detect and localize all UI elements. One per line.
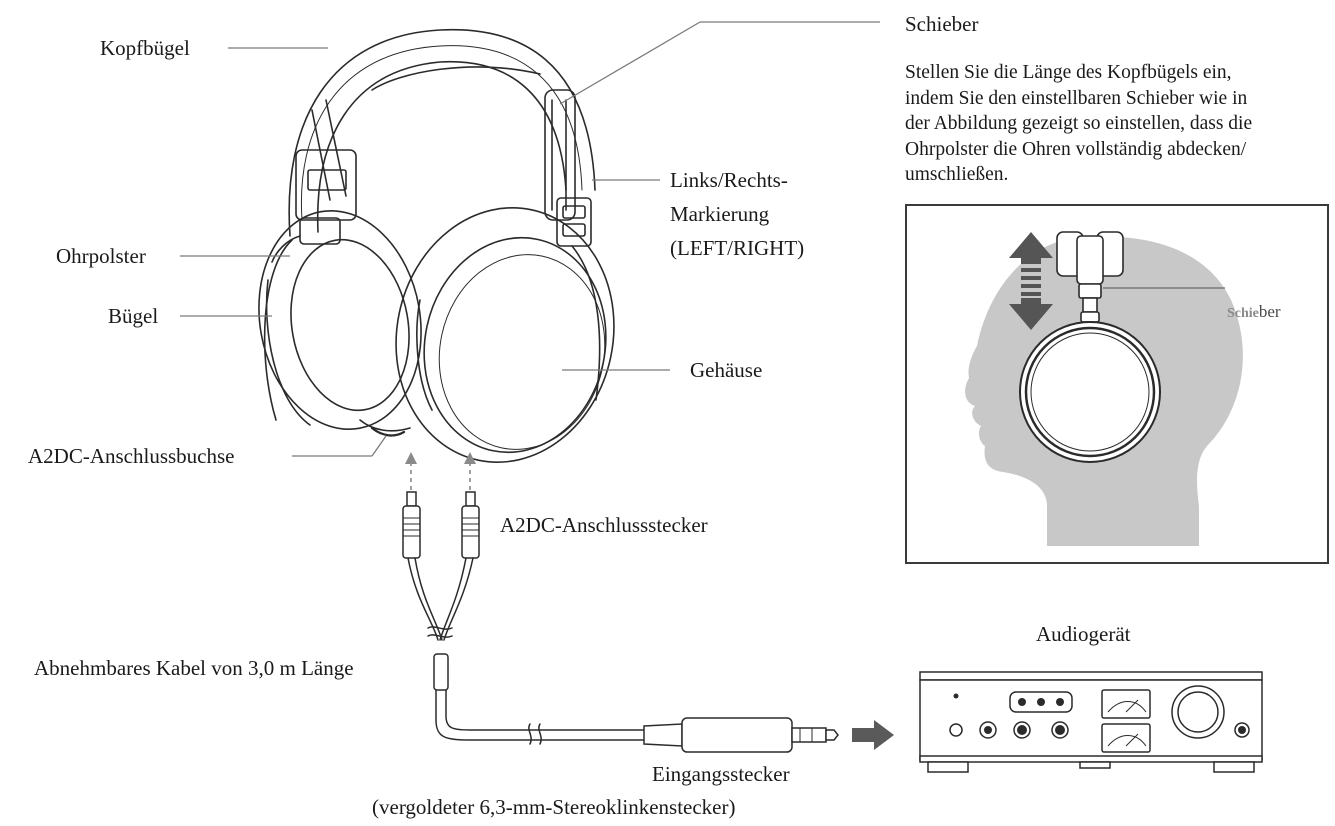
- left-yoke: [263, 239, 293, 421]
- inset-earcup-outer: [1019, 321, 1161, 463]
- headband-rear: [371, 66, 541, 91]
- label-schieber: Schieber: [905, 12, 979, 36]
- headband-inner: [316, 60, 567, 233]
- a2dc-plug-right-tip: [465, 491, 476, 507]
- a2dc-plug-left-tip: [406, 491, 417, 507]
- cable-left-branch-b: [414, 557, 443, 641]
- label-lr-marking-2: Markierung: [670, 202, 770, 226]
- a2dc-plug-right-body: [461, 505, 480, 559]
- inset-label-part-a: Schie: [1227, 306, 1259, 321]
- label-ohrpolster: Ohrpolster: [56, 244, 146, 268]
- inset-drawing: [965, 231, 1243, 546]
- headband-outer: [288, 28, 596, 237]
- cable-right-branch-b: [443, 557, 474, 641]
- inset-label-part-b: ber: [1258, 302, 1281, 321]
- description-line: der Abbildung gezeigt so einstellen, das…: [905, 113, 1253, 134]
- label-eingangsstecker-1: Eingangsstecker: [652, 762, 790, 786]
- arrow-to-device: [852, 720, 894, 750]
- audio-device-top: [919, 671, 1263, 681]
- left-slider-block: [295, 149, 357, 221]
- label-a2dc-stecker: A2DC-Anschlussstecker: [500, 513, 708, 537]
- label-gehaeuse: Gehäuse: [690, 358, 763, 382]
- meter-top: [1101, 689, 1151, 719]
- label-lr-marking-1: Links/Rechts-: [670, 168, 788, 192]
- right-housing-inner: [423, 236, 607, 454]
- inset-label-schieber: Schieber: [1227, 302, 1281, 322]
- description-line: Stellen Sie die Länge des Kopfbügels ein…: [905, 62, 1232, 83]
- label-eingangsstecker-2: (vergoldeter 6,3-mm-Stereoklinkenstecker…: [372, 795, 736, 819]
- description-line: Ohrpolster die Ohren vollständig abdecke…: [905, 138, 1247, 160]
- meter-bottom: [1101, 723, 1151, 753]
- a2dc-plug-left-body: [402, 505, 421, 559]
- label-lr-marking-3: (LEFT/RIGHT): [670, 236, 805, 260]
- inset-slider-center: [1076, 235, 1104, 285]
- device-foot-right: [1213, 761, 1255, 773]
- cable-left-branch-a: [407, 557, 439, 641]
- label-buegel: Bügel: [108, 304, 159, 328]
- volume-knob-inner: [1177, 691, 1219, 733]
- inset-adjustment-illustration: Schieber: [905, 204, 1329, 564]
- cable-splitter: [433, 653, 449, 691]
- label-a2dc-buchse: A2DC-Anschlussbuchse: [28, 444, 235, 468]
- lr-marking-block: [556, 197, 592, 247]
- updown-arrow-icon: [1009, 232, 1053, 264]
- label-audiogeraet: Audiogerät: [1036, 622, 1131, 646]
- left-earpad-inner: [290, 238, 410, 412]
- phone-plug-strain-relief: [643, 723, 683, 747]
- right-slider-block: [544, 89, 576, 221]
- description-text: Stellen Sie die Länge des Kopfbügels ein…: [905, 60, 1325, 188]
- cable-right-branch-a: [439, 557, 467, 641]
- label-kabel: Abnehmbares Kabel von 3,0 m Länge: [34, 656, 354, 680]
- phone-plug-body: [681, 717, 793, 753]
- device-foot-left: [927, 761, 969, 773]
- phone-plug-shaft: [791, 727, 827, 743]
- right-housing-outer: [395, 206, 615, 464]
- description-line: indem Sie den einstellbaren Schieber wie…: [905, 87, 1248, 109]
- description-line: umschließen.: [905, 164, 1009, 185]
- leader-schieber: [559, 21, 701, 105]
- label-kopfbuegel: Kopfbügel: [100, 36, 190, 60]
- right-yoke: [571, 245, 601, 401]
